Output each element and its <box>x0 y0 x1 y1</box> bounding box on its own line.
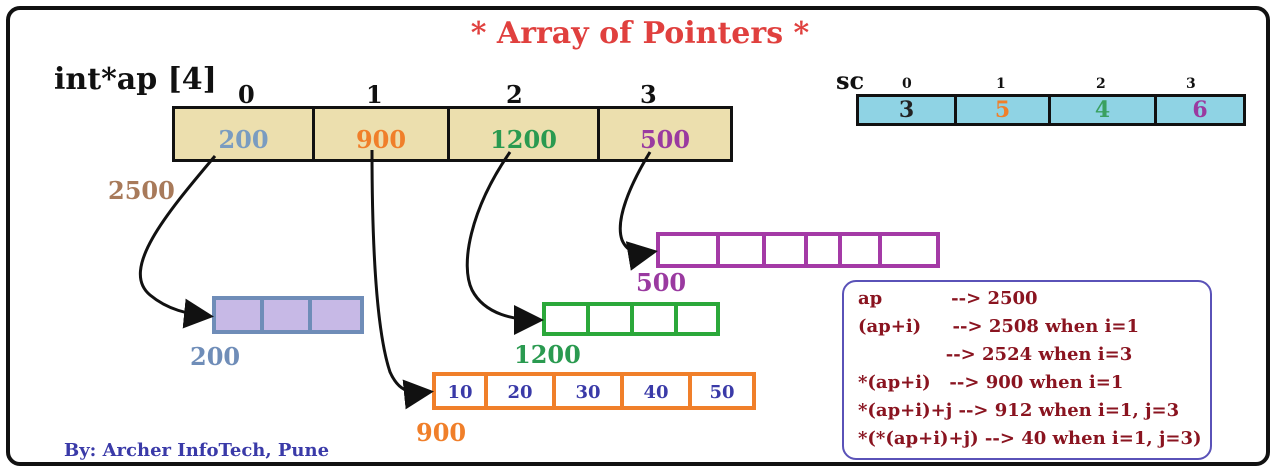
ap-cell-0: 200 <box>175 109 315 159</box>
ap-cell-2: 1200 <box>450 109 600 159</box>
diagram-title: * Array of Pointers * <box>470 16 810 51</box>
arrow-ap3-to-500 <box>618 151 658 271</box>
info-line: *(ap+i) --> 900 when i=1 <box>858 372 1124 393</box>
sub-array-1200 <box>542 302 720 336</box>
sub-array-cell <box>766 236 808 264</box>
info-line: ap --> 2500 <box>858 288 1038 309</box>
ap-index-3: 3 <box>640 80 657 109</box>
sub-array-cell: 40 <box>624 376 692 406</box>
diagram-frame <box>6 6 1270 466</box>
sc-index-2: 2 <box>1096 76 1106 92</box>
sc-cell-1: 5 <box>957 97 1051 123</box>
sub-array-200 <box>212 296 364 334</box>
sub-array-cell <box>842 236 882 264</box>
sub-array-500-address: 500 <box>636 268 687 297</box>
ap-array: 200 900 1200 500 <box>172 106 733 162</box>
info-line: *(*(ap+i)+j) --> 40 when i=1, j=3) <box>858 428 1202 449</box>
sub-array-cell: 10 <box>436 376 488 406</box>
sub-array-cell <box>634 306 678 332</box>
sub-array-cell <box>546 306 590 332</box>
sub-array-200-address: 200 <box>190 342 241 371</box>
sub-array-cell <box>264 300 312 330</box>
ap-address-label: 2500 <box>108 176 175 205</box>
sc-index-0: 0 <box>902 76 912 92</box>
sub-array-500 <box>656 232 940 268</box>
credit-text: By: Archer InfoTech, Pune <box>64 440 330 461</box>
sc-label: sc <box>836 66 865 95</box>
info-panel: ap --> 2500 (ap+i) --> 2508 when i=1 -->… <box>842 280 1212 460</box>
arrow-ap0-to-200 <box>138 155 217 329</box>
arrow-ap1-to-900 <box>370 149 434 410</box>
sub-array-900-address: 900 <box>416 418 467 447</box>
array-declaration: int*ap [4] <box>54 62 217 97</box>
sc-cell-0: 3 <box>859 97 957 123</box>
sub-array-cell: 50 <box>709 382 735 403</box>
sc-cell-2: 4 <box>1051 97 1157 123</box>
sub-array-900: 10 20 30 40 50 <box>432 372 756 410</box>
ap-cell-1: 900 <box>315 109 450 159</box>
ap-index-0: 0 <box>238 80 255 109</box>
sc-cell-3: 6 <box>1192 97 1208 123</box>
ap-cell-3: 500 <box>639 125 691 154</box>
sub-array-cell: 30 <box>556 376 624 406</box>
arrow-ap2-to-1200 <box>465 151 544 335</box>
sub-array-cell <box>808 236 842 264</box>
sub-array-cell <box>720 236 766 264</box>
sub-array-1200-address: 1200 <box>514 340 581 369</box>
sc-array: 3 5 4 6 <box>856 94 1246 126</box>
sc-index-3: 3 <box>1186 76 1196 92</box>
sub-array-cell: 20 <box>488 376 556 406</box>
ap-index-1: 1 <box>366 80 383 109</box>
ap-index-2: 2 <box>506 80 523 109</box>
info-line: --> 2524 when i=3 <box>858 344 1133 365</box>
sub-array-cell <box>590 306 634 332</box>
info-line: *(ap+i)+j --> 912 when i=1, j=3 <box>858 400 1180 421</box>
sc-index-1: 1 <box>996 76 1006 92</box>
info-line: (ap+i) --> 2508 when i=1 <box>858 316 1140 337</box>
sub-array-cell <box>216 300 264 330</box>
sub-array-cell <box>660 236 720 264</box>
